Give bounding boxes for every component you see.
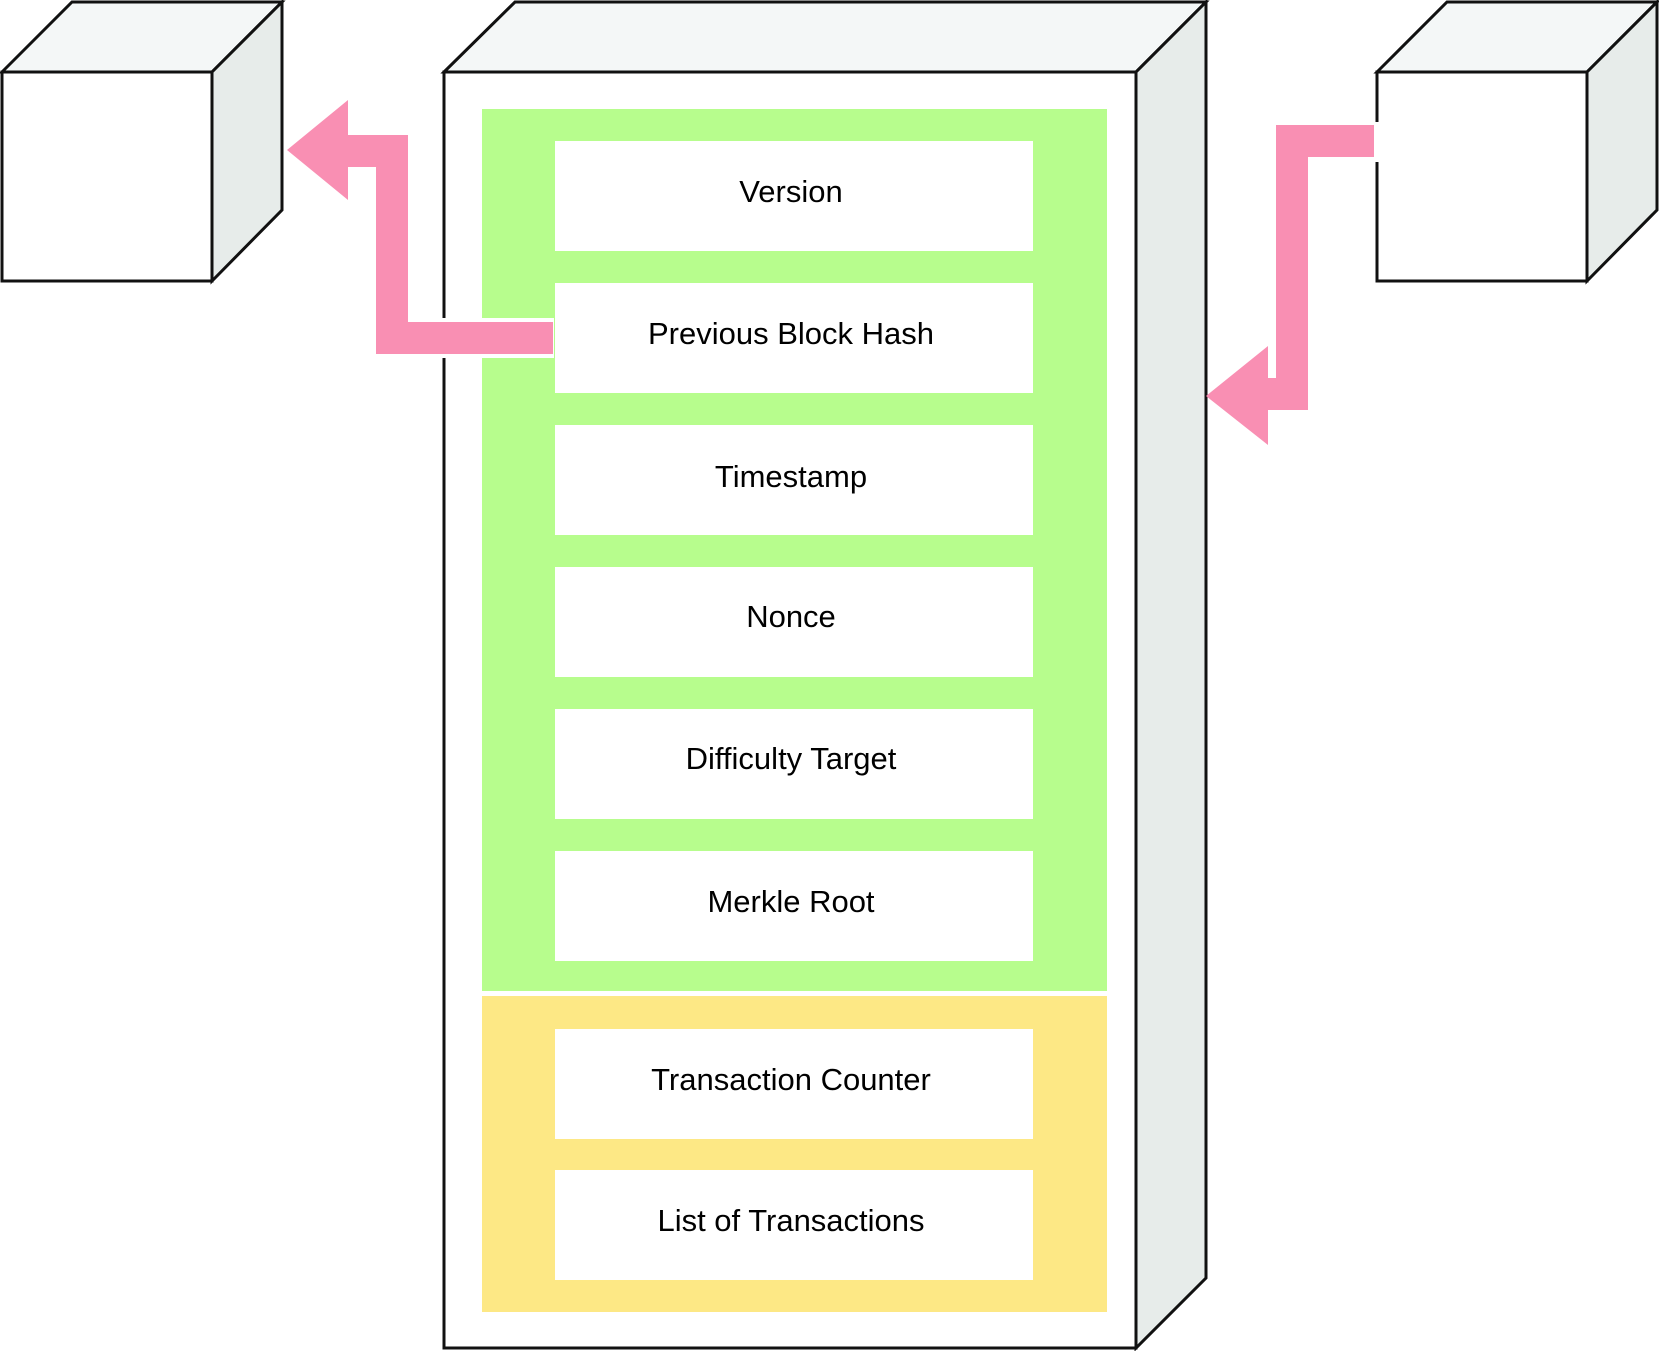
header-field-label: Version [739, 174, 842, 209]
header-field-box [555, 425, 1033, 535]
previous-hash-arrow [287, 100, 554, 358]
header-field-box [555, 567, 1033, 677]
block-header-section [482, 109, 1107, 991]
previous-hash-arrow-shape [287, 100, 553, 354]
next-block-arrow [1206, 122, 1379, 445]
header-field: Version [555, 141, 1033, 251]
header-field: Merkle Root [555, 851, 1033, 961]
next-block-cube [1373, 0, 1659, 285]
header-field-box [555, 851, 1033, 961]
header-field-label: Nonce [746, 599, 836, 634]
body-field-label: Transaction Counter [651, 1062, 931, 1097]
header-field-box [555, 283, 1033, 393]
header-field-box [555, 709, 1033, 819]
next-block-cube-front [1375, 70, 1589, 283]
previous-block-cube [0, 0, 286, 285]
current-block: Version Previous Block Hash Timestamp No… [440, 0, 1210, 1351]
body-field: Transaction Counter [555, 1029, 1033, 1139]
header-field: Difficulty Target [555, 709, 1033, 819]
header-field: Timestamp [555, 425, 1033, 535]
body-field-box [555, 1029, 1033, 1139]
header-field-box [555, 141, 1033, 251]
body-field-box [555, 1170, 1033, 1280]
header-field-label: Merkle Root [707, 884, 874, 919]
header-field: Nonce [555, 567, 1033, 677]
header-field-label: Previous Block Hash [648, 316, 934, 351]
current-block-side [1134, 0, 1208, 1351]
header-field-label: Timestamp [715, 459, 867, 494]
current-block-top [440, 0, 1210, 74]
next-block-arrow-shape [1206, 125, 1374, 445]
body-field: List of Transactions [555, 1170, 1033, 1280]
previous-block-cube-front [0, 70, 214, 283]
header-field-label: Difficulty Target [686, 741, 897, 776]
body-field-label: List of Transactions [657, 1203, 924, 1238]
header-field: Previous Block Hash [555, 283, 1033, 393]
